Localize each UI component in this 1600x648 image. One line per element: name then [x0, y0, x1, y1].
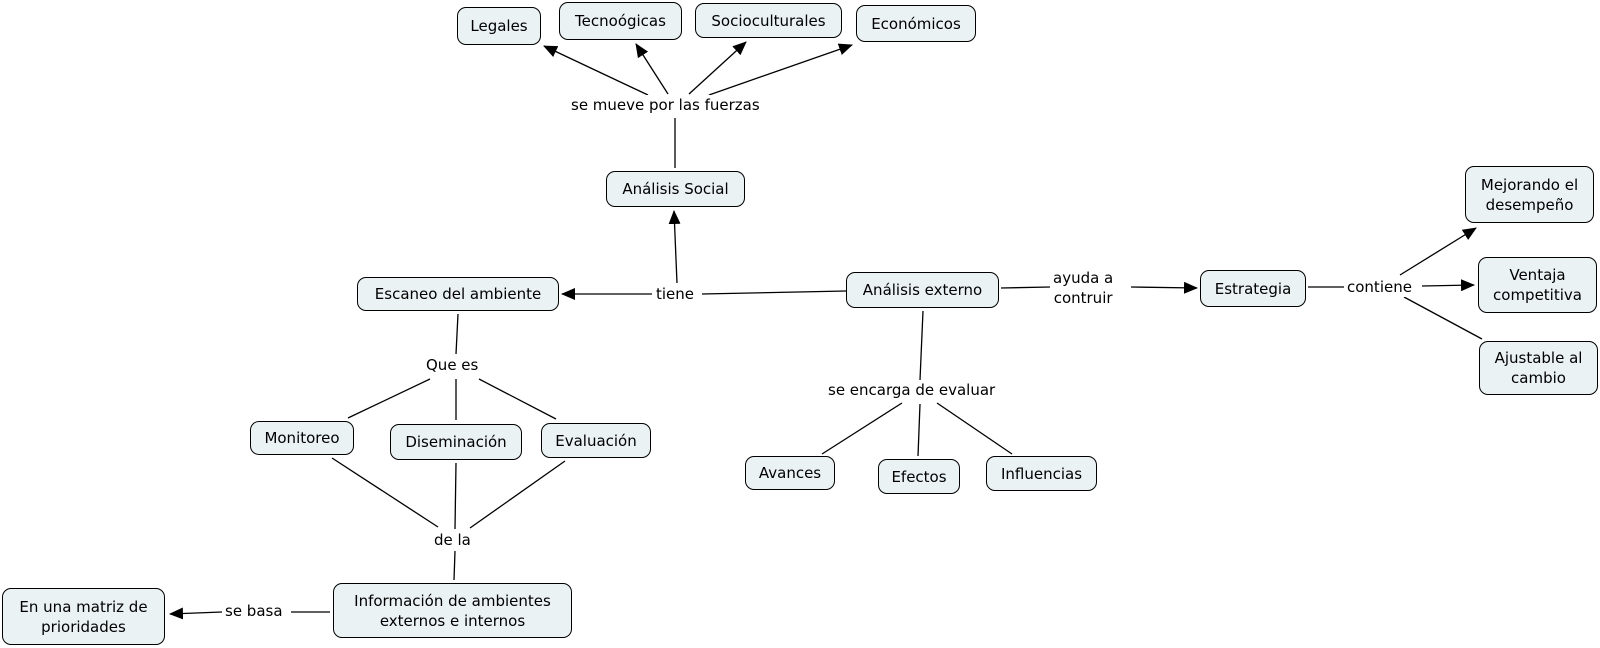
node-avances[interactable]: Avances	[745, 456, 835, 490]
connector-semueve-legales	[543, 45, 649, 96]
link-label-se-encarga: se encarga de evaluar	[825, 380, 999, 400]
link-label-tiene: tiene	[653, 284, 698, 304]
link-label-ayuda: ayuda a contruir	[1050, 268, 1117, 308]
link-label-se-mueve: se mueve por las fuerzas	[568, 95, 763, 115]
connector-seencarga-avances	[821, 402, 903, 455]
connector-externo-ayuda	[1000, 286, 1051, 289]
node-ventaja-competitiva[interactable]: Ventaja competitiva	[1478, 257, 1597, 313]
connector-seencarga-efectos	[917, 403, 921, 457]
connector-ayuda-estrategia	[1130, 281, 1198, 294]
link-label-que-es: Que es	[423, 355, 482, 375]
connector-evaluacion-dela	[469, 460, 566, 529]
node-estrategia[interactable]: Estrategia	[1200, 270, 1306, 307]
node-economicos[interactable]: Económicos	[856, 5, 976, 42]
node-mejorando-desempeno[interactable]: Mejorando el desempeño	[1465, 166, 1594, 223]
connector-contiene-ajustable	[1403, 296, 1483, 340]
connector-externo-seencarga	[919, 310, 924, 381]
connector-dela-informacion	[453, 550, 456, 581]
connector-quees-evaluacion	[478, 378, 557, 420]
node-evaluacion[interactable]: Evaluación	[541, 423, 651, 458]
node-informacion-ambientes[interactable]: Información de ambientes externos e inte…	[333, 583, 572, 638]
connector-contiene-ventaja	[1421, 279, 1475, 292]
connector-semueve-economicos	[708, 43, 853, 96]
link-label-se-basa: se basa	[222, 601, 286, 621]
node-analisis-externo[interactable]: Análisis externo	[846, 272, 999, 308]
node-influencias[interactable]: Influencias	[986, 456, 1097, 491]
node-efectos[interactable]: Efectos	[878, 459, 960, 494]
node-matriz-prioridades[interactable]: En una matriz de prioridades	[2, 588, 165, 645]
node-escaneo-ambiente[interactable]: Escaneo del ambiente	[357, 277, 559, 311]
node-diseminacion[interactable]: Diseminación	[390, 424, 522, 460]
connector-contiene-mejorando	[1399, 227, 1477, 276]
link-label-de-la: de la	[431, 530, 474, 550]
connector-semueve-socioculturales	[688, 41, 747, 95]
link-label-contiene: contiene	[1344, 277, 1415, 297]
connector-monitoreo-dela	[331, 457, 439, 528]
node-analisis-social[interactable]: Análisis Social	[606, 171, 745, 207]
connector-sebasa-matriz	[169, 607, 223, 620]
node-tecnoogicas[interactable]: Tecnoógicas	[559, 2, 682, 40]
connector-escaneo-quees	[455, 313, 459, 355]
connector-seencarga-influencias	[936, 402, 1013, 455]
connector-quees-monitoreo	[347, 378, 431, 419]
connector-semueve-tecnoogicas	[635, 43, 669, 95]
node-legales[interactable]: Legales	[457, 7, 541, 45]
connector-externo-tiene	[701, 290, 847, 295]
connector-diseminacion-dela	[454, 462, 457, 530]
connector-tiene-social	[668, 210, 681, 284]
node-monitoreo[interactable]: Monitoreo	[250, 421, 354, 455]
node-ajustable-cambio[interactable]: Ajustable al cambio	[1479, 341, 1598, 395]
node-socioculturales[interactable]: Socioculturales	[695, 3, 842, 38]
